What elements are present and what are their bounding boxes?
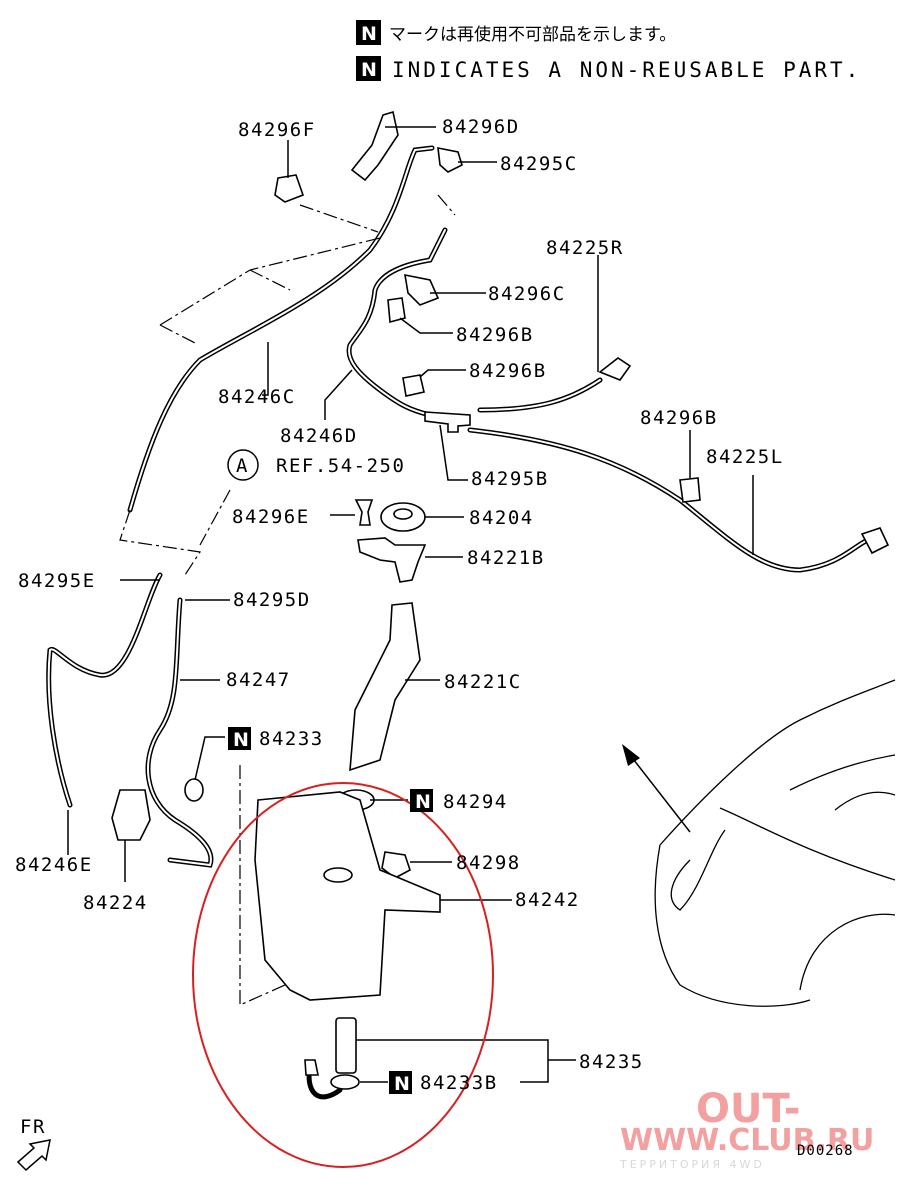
non-reusable-badge: N [233,729,249,751]
front-label: FR [20,1116,46,1138]
watermark-line3: ТЕРРИТОРИЯ 4WD [619,1158,765,1171]
nozzle-84225l [860,527,890,555]
label-84242: 84242 [515,889,580,911]
label-84233: 84233 [259,728,324,750]
hoses [46,145,871,1100]
label-84296e: 84296E [232,506,310,528]
label-84221c: 84221C [444,671,522,693]
note-japanese: N マークは再使用不可部品を示します。 [356,20,676,45]
highlight-ellipse [192,782,494,1168]
reference-marker-letter: A [236,455,249,477]
reference-text: REF.54-250 [276,455,405,477]
label-84296b-middle: 84296B [469,360,547,382]
label-84246c: 84246C [218,386,296,408]
reference-lines [119,194,456,1006]
front-direction-indicator: FR [16,1116,51,1172]
label-84235: 84235 [579,1051,644,1073]
diagram-code: D00268 [797,1143,854,1159]
label-84296b-right: 84296B [640,407,718,429]
watermark: OUT- WWW.CLUB.RU ТЕРРИТОРИЯ 4WD [619,1086,874,1171]
clip-84296f [274,174,305,203]
label-84246d: 84246D [280,425,358,447]
label-84294: 84294 [443,791,508,813]
label-84296c: 84296C [488,283,566,305]
label-84295c: 84295C [500,153,578,175]
reservoir-tank-84242 [254,791,441,1001]
watermark-line2: WWW.CLUB.RU [620,1123,874,1158]
clip-84296b-right [679,477,701,503]
parts [111,110,890,1090]
label-84296d: 84296D [442,116,520,138]
watermark-line1: OUT- [696,1086,801,1132]
pump-84224 [111,789,151,841]
part-labels: 84296F 84296D 84295C 84225R 84296C 84296… [15,116,784,1095]
non-reusable-badge: N [394,1073,410,1095]
label-84225l: 84225L [706,446,784,468]
non-reusable-badge: N [361,59,377,81]
note-japanese-text: マークは再使用不可部品を示します。 [389,24,676,45]
clip-84296b-middle [402,374,425,397]
label-84204: 84204 [469,507,534,529]
nozzle-84225r [598,357,632,381]
label-84246e: 84246E [15,854,93,876]
leader-lines [67,126,754,1083]
bracket-84296d [350,110,399,182]
note-english: N INDICATES A NON-REUSABLE PART. [356,56,861,82]
non-reusable-badge: N [415,791,431,813]
elbow-joint-84295c [437,146,463,173]
level-sensor-84235 [335,1017,357,1074]
non-reusable-badge: N [361,23,377,45]
funnel-84221b [357,537,427,583]
label-84247: 84247 [226,669,291,691]
grommet-84233 [184,778,204,802]
label-84295b: 84295B [471,468,549,490]
clip-84296e [354,499,374,526]
label-84296b-upper: 84296B [456,324,534,346]
label-84296f: 84296F [238,119,316,141]
label-84224: 84224 [83,892,148,914]
label-84225r: 84225R [546,237,624,259]
label-84295d: 84295D [233,589,311,611]
filler-neck-84221c [349,602,421,772]
t-joint-84295b [424,411,471,433]
reference-marker: A REF.54-250 [227,449,405,481]
label-84295e: 84295E [18,570,96,592]
note-english-text: INDICATES A NON-REUSABLE PART. [392,58,861,82]
clip-84296b-upper [387,297,406,324]
vehicle-location-inset [622,679,896,1007]
label-84233b: 84233B [420,1072,498,1094]
connector-84298 [381,851,411,879]
front-arrow-icon [16,1139,51,1172]
clip-84296c [404,273,440,306]
label-84298: 84298 [456,852,521,874]
label-84221b: 84221B [467,547,545,569]
